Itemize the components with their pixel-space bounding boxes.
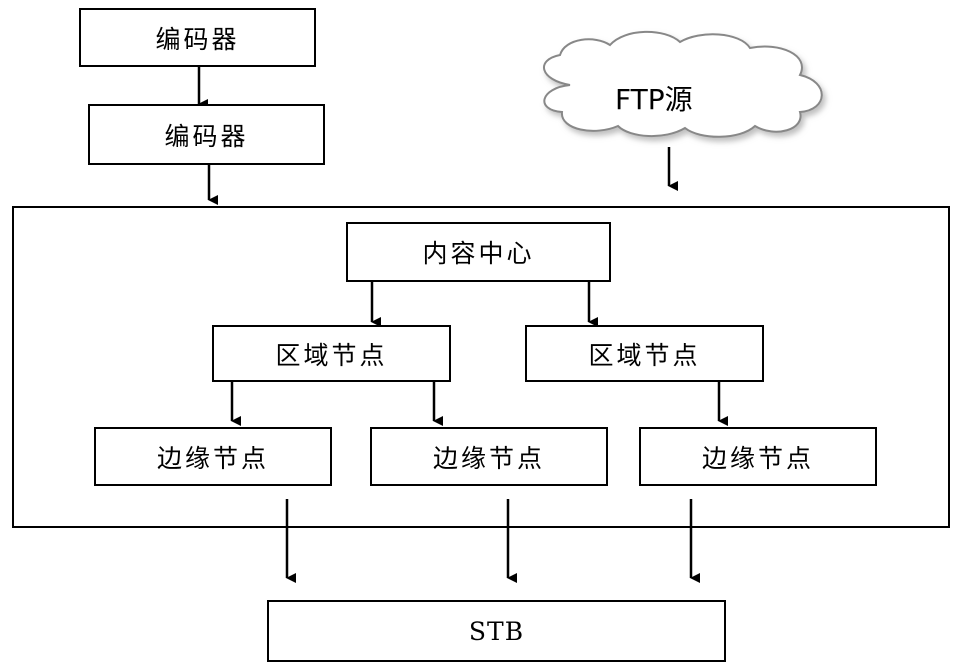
regional-node-box-1: 区域节点 xyxy=(212,325,451,382)
stb-label: STB xyxy=(468,616,525,646)
cdn-network-container xyxy=(12,206,950,528)
regional-node-label: 区域节点 xyxy=(275,340,388,370)
regional-node-label: 区域节点 xyxy=(588,340,701,370)
encoder-box-top: 编码器 xyxy=(79,8,316,67)
ftp-source-label: FTP源 xyxy=(615,83,693,116)
edge-node-label: 边缘节点 xyxy=(701,443,814,473)
edge-node-label: 边缘节点 xyxy=(156,443,269,473)
edge-node-label: 边缘节点 xyxy=(432,443,545,473)
content-center-label: 内容中心 xyxy=(422,239,535,268)
encoder-label: 编码器 xyxy=(164,121,249,151)
edge-node-box-2: 边缘节点 xyxy=(370,427,608,486)
regional-node-box-2: 区域节点 xyxy=(525,325,764,382)
connectors xyxy=(197,67,728,583)
encoder-box-bottom: 编码器 xyxy=(88,104,325,165)
ftp-cloud-icon xyxy=(543,30,823,138)
edge-node-box-3: 边缘节点 xyxy=(639,427,877,486)
encoder-label: 编码器 xyxy=(155,24,240,54)
content-center-box: 内容中心 xyxy=(346,222,611,282)
stb-box: STB xyxy=(267,600,726,662)
edge-node-box-1: 边缘节点 xyxy=(94,427,332,486)
